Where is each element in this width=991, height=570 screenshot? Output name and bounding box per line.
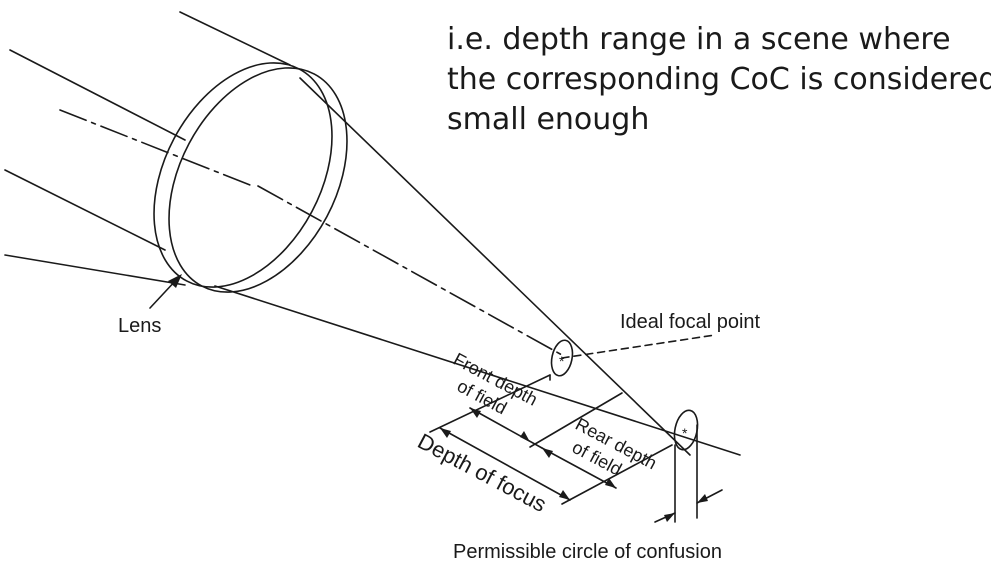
front-depth-label: Front depth of field: [450, 349, 541, 418]
front-depth-arrow-left: [470, 408, 481, 418]
rear-focus-marker: *: [682, 425, 688, 441]
ideal-focal-point-label: Ideal focal point: [620, 311, 761, 333]
caption-line-1: i.e. depth range in a scene where: [447, 22, 951, 57]
lens-ellipse-back: [153, 62, 333, 288]
depth-of-focus-dimension: [439, 427, 571, 501]
barrel-line-upper: [9, 49, 186, 141]
barrel-line-top: [179, 11, 291, 66]
front-depth-dimension: [469, 407, 543, 449]
front-depth-arrow-right: [520, 431, 530, 442]
barrel-line-middle: [4, 169, 166, 251]
front-focus-marker: *: [559, 353, 565, 369]
focal-axis-dashed: [561, 334, 716, 359]
lens-ellipse-front: [168, 67, 348, 293]
ray-lower: [214, 285, 741, 456]
coc-arrow-left: [664, 513, 675, 522]
rear-depth-arrow-left: [542, 448, 553, 458]
depth-of-focus-arrow-right: [559, 490, 570, 500]
barrel-line-bottom: [4, 254, 186, 286]
rear-depth-arrow-right: [605, 478, 616, 488]
lens-leader-arrow: [168, 274, 182, 288]
optical-axis: [257, 185, 563, 356]
depth-of-focus-arrow-left: [440, 428, 451, 438]
depth-of-focus-extension-left: [429, 374, 551, 433]
optical-axis-left: [59, 109, 251, 186]
front-coc-ellipse: [550, 339, 574, 377]
depth-of-focus-extension-right: [561, 444, 673, 505]
caption-line-2: the corresponding CoC is considered: [447, 62, 991, 97]
coc-arrow-right: [697, 494, 708, 503]
permissible-coc-label: Permissible circle of confusion: [453, 541, 722, 563]
caption-text: i.e. depth range in a scene where the co…: [447, 20, 991, 140]
lens-label: Lens: [118, 315, 161, 337]
focus-extension-line: [529, 392, 623, 448]
rear-depth-dimension: [541, 447, 617, 489]
ray-upper: [299, 77, 691, 456]
caption-line-3: small enough: [447, 102, 650, 137]
